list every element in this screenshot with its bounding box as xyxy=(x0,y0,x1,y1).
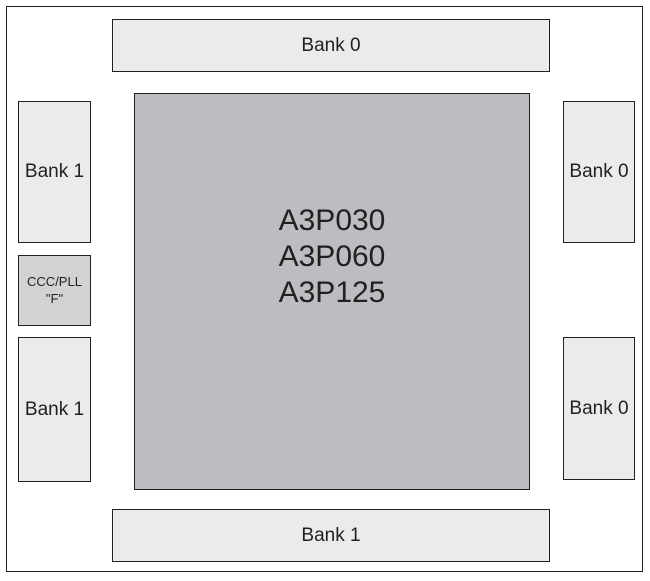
device-name: A3P030 xyxy=(278,203,386,237)
bank-right-lower: Bank 0 xyxy=(563,337,635,480)
ccc-pll-block: CCC/PLL "F" xyxy=(18,255,91,326)
device-name: A3P060 xyxy=(278,239,386,273)
ccc-pll-label: CCC/PLL xyxy=(27,273,82,289)
bank-left-upper: Bank 1 xyxy=(18,101,91,243)
ccc-pll-id: "F" xyxy=(45,290,64,306)
bank-right-lower-label: Bank 0 xyxy=(569,397,629,419)
bank-left-lower-label: Bank 1 xyxy=(24,398,85,420)
core-array: A3P030 A3P060 A3P125 xyxy=(134,93,530,490)
bank-bottom: Bank 1 xyxy=(112,509,550,562)
bank-right-upper: Bank 0 xyxy=(563,101,635,243)
bank-top: Bank 0 xyxy=(112,19,550,72)
bank-right-upper-label: Bank 0 xyxy=(569,161,629,183)
device-name: A3P125 xyxy=(278,275,386,309)
bank-left-lower: Bank 1 xyxy=(18,337,91,482)
bank-bottom-label: Bank 1 xyxy=(301,524,361,546)
bank-top-label: Bank 0 xyxy=(301,34,361,56)
bank-left-upper-label: Bank 1 xyxy=(24,161,85,183)
